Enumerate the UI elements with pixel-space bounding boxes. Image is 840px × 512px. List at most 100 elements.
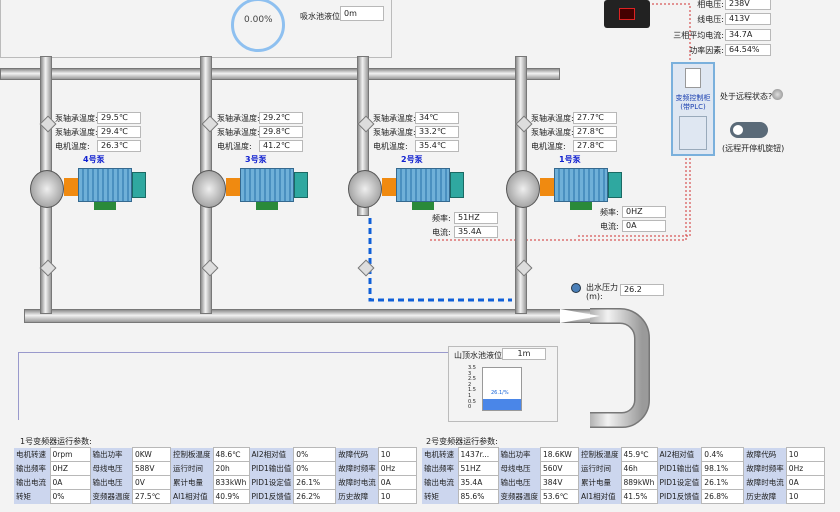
pump-unit[interactable] [24,158,148,214]
param-value: 0KW [132,447,171,462]
top-tank-fill [483,399,521,410]
param-value: 0% [293,447,337,462]
param-value: 0Hz [377,461,417,476]
pump-casing [506,170,540,208]
param-label: AI1相对值 [578,489,621,504]
plc-cabinet[interactable]: 变频控制柜 (带PLC) [671,62,715,156]
pump-motor [396,168,450,202]
tank-level-label: 吸水池液位: [300,12,343,21]
param-value: 35.4A [457,475,499,490]
param-label: 转矩 [14,489,50,504]
param-value: 27.5℃ [132,489,171,504]
top-tank-value: 1m [502,348,546,360]
param-label: AI2相对值 [249,447,294,462]
param-value: 0% [49,489,91,504]
param-value: 889kWh [620,475,658,490]
pump-sensor-value: 29.2℃ [259,112,303,124]
power-meter-value: 34.7A [725,29,771,41]
y-tick-label: 3 [468,370,472,377]
pump-sensor-value: 27.8℃ [573,140,617,152]
pump-sensor-value: 26.3℃ [97,140,141,152]
param-label: 历史故障 [335,489,379,504]
param-value: 0V [132,475,171,490]
vfd1-title: 1号变频器运行参数: [20,437,92,446]
vfd-freq-label: 频率: [600,208,619,217]
param-label: AI2相对值 [657,447,702,462]
param-value: 0rpm [49,447,91,462]
param-value: 560V [540,461,579,476]
pump-base [256,202,278,210]
param-label: 输出频率 [14,461,50,476]
y-tick-label: 0 [468,404,472,411]
vfd-current-label: 电流: [600,222,619,231]
pump-base [412,202,434,210]
param-value: 45.9℃ [620,447,658,462]
param-label: 故障代码 [743,447,787,462]
pump-sensor-label: 泵轴承温度: [55,114,98,123]
outlet-pressure-label: 出水压力 (m): [586,283,618,301]
param-value: 98.1% [701,461,745,476]
pump-sensor-value: 34℃ [415,112,459,124]
param-value: 18.6KW [540,447,579,462]
pump-base [94,202,116,210]
power-meter-label: 相电压: [697,0,724,9]
param-label: PID1反馈值 [657,489,702,504]
pump-coupling [382,178,396,196]
pump-sensor-label: 泵轴承温度: [373,128,416,137]
tank-level-value: 0m [340,6,384,21]
y-tick-label: 2 [468,381,472,388]
top-tank-chart: 26.1/% [482,367,522,411]
pump-sensor-value: 41.2℃ [259,140,303,152]
param-value: 0HZ [49,461,91,476]
param-label: 输出频率 [422,461,458,476]
pump-sensor-value: 27.8℃ [573,126,617,138]
param-label: 输出电压 [90,475,133,490]
pump-motor [240,168,294,202]
pump-sensor-label: 电机温度: [55,142,90,151]
pump-unit[interactable] [186,158,310,214]
param-label: PID1设定值 [249,475,294,490]
param-value: 0% [293,461,337,476]
y-tick-label: 1 [468,393,472,399]
pump-coupling [64,178,78,196]
tank-gauge [231,0,285,52]
vfd-freq-value: 0HZ [622,206,666,218]
pump-name: 1号泵 [559,155,581,164]
power-meter-value: 64.54% [725,44,771,56]
pump-sensor-label: 泵轴承温度: [217,128,260,137]
param-label: 母线电压 [498,461,541,476]
tank-percent: 0.00% [244,15,273,25]
pump-unit[interactable] [342,158,466,214]
pressure-gauge-icon [571,283,581,293]
pump-casing [348,170,382,208]
pump-sensor-label: 泵轴承温度: [55,128,98,137]
power-meter-value: 238V [725,0,771,10]
pump-name: 2号泵 [401,155,423,164]
pump-motor [78,168,132,202]
vfd-freq-value: 51HZ [454,212,498,224]
remote-toggle-switch[interactable] [730,122,768,138]
top-tank-bar-label: 26.1/% [491,390,509,396]
param-label: 控制板温度 [170,447,213,462]
pump-unit[interactable] [500,158,624,214]
plc-window [685,68,701,88]
pump-motor-end [132,172,146,198]
param-label: PID1反馈值 [249,489,294,504]
pump-sensor-value: 27.7℃ [573,112,617,124]
param-value: 85.6% [457,489,499,504]
param-label: 变频器温度 [498,489,541,504]
param-value: 40.9% [212,489,250,504]
param-label: 母线电压 [90,461,133,476]
param-value: 26.1% [293,475,337,490]
pump-sensor-label: 电机温度: [531,142,566,151]
pump-sensor-value: 35.4℃ [415,140,459,152]
param-value: 588V [132,461,171,476]
param-label: 输出功率 [498,447,541,462]
param-label: 电机转速 [422,447,458,462]
remote-status-label: 处于远程状态? [720,92,773,101]
param-value: 46h [620,461,658,476]
param-label: 故障时频率 [335,461,379,476]
pump-sensor-label: 电机温度: [373,142,408,151]
